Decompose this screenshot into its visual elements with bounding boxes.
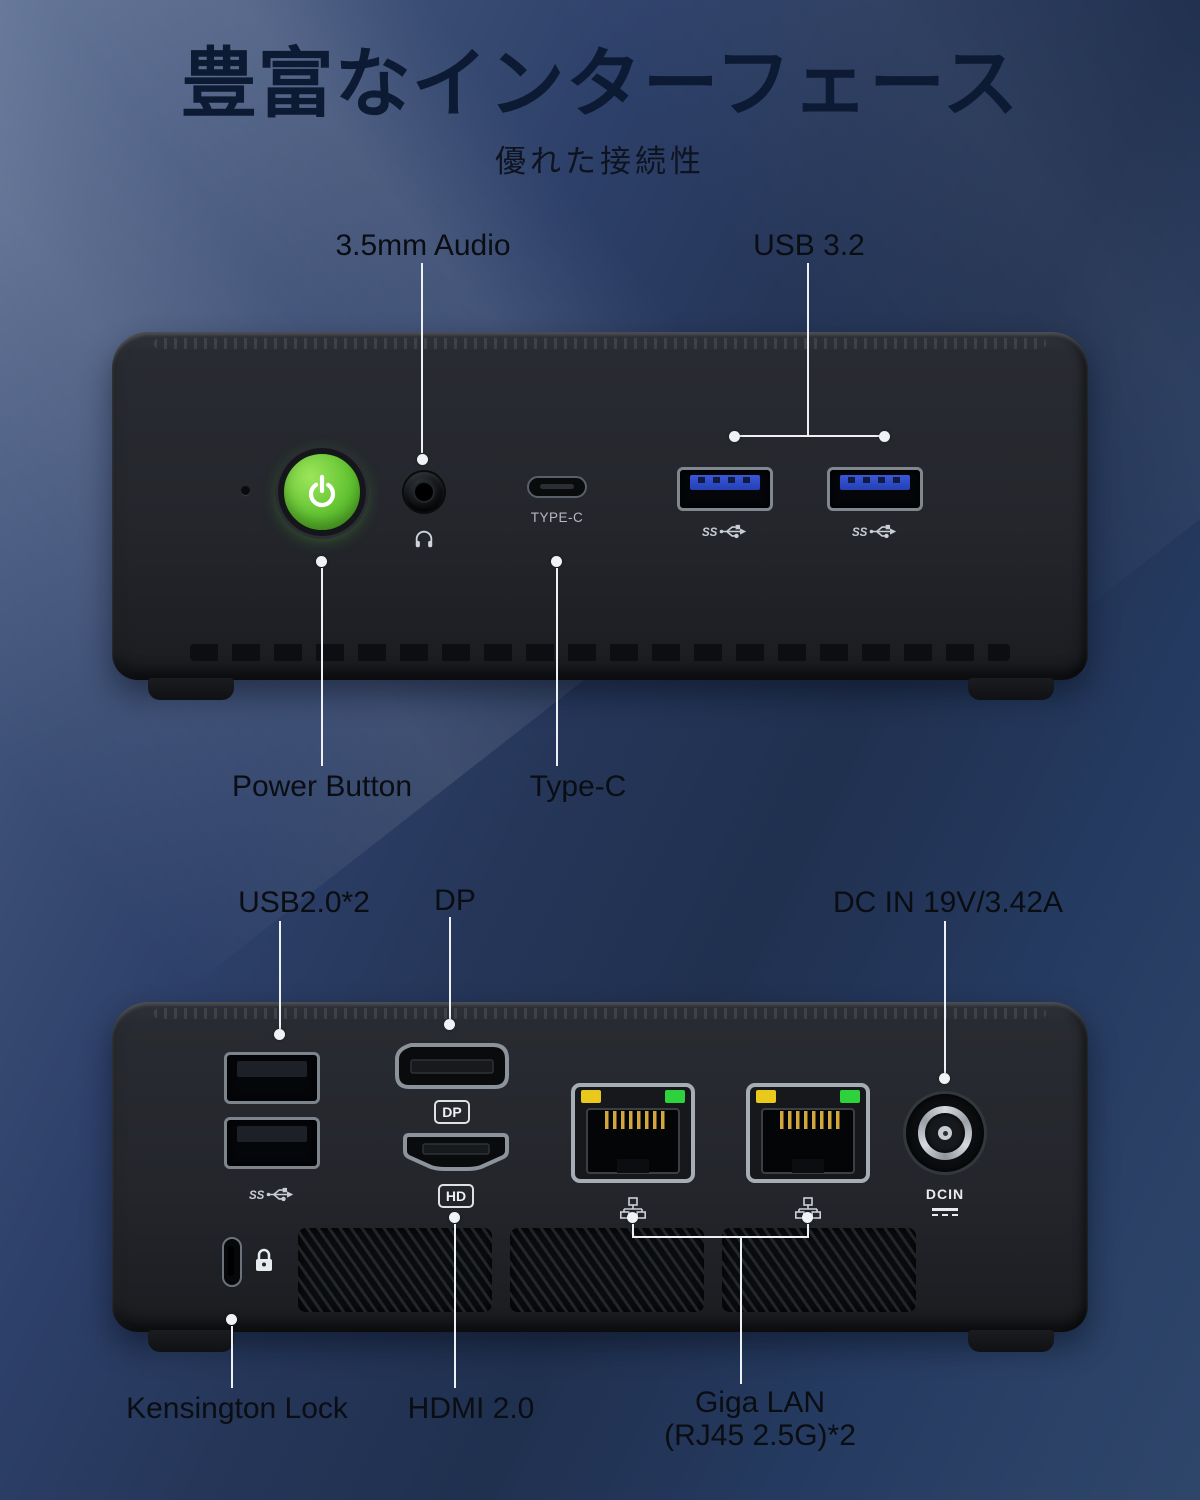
dc-in-pin bbox=[938, 1126, 952, 1140]
heatsink-ridges bbox=[154, 338, 1046, 349]
audio-jack-port bbox=[404, 472, 444, 512]
callout-line-hdmi bbox=[454, 1224, 456, 1388]
lan-led-yellow bbox=[756, 1090, 776, 1103]
callout-label-dp: DP bbox=[434, 884, 476, 917]
callout-dot-power bbox=[316, 556, 327, 567]
usb-superspeed-icon: SS bbox=[852, 524, 897, 539]
ss-text: SS bbox=[852, 527, 868, 539]
usb-superspeed-icon: SS bbox=[702, 524, 747, 539]
callout-line-audio bbox=[421, 263, 423, 453]
dc-in-socket bbox=[925, 1113, 965, 1153]
callout-line-lan-right bbox=[807, 1224, 809, 1238]
callout-label-usb32: USB 3.2 bbox=[753, 229, 865, 262]
lan-led-green bbox=[665, 1090, 685, 1103]
usb3-port-1 bbox=[677, 467, 773, 511]
callout-label-dcin: DC IN 19V/3.42A bbox=[832, 886, 1064, 919]
callout-dot-usb32-left bbox=[729, 431, 740, 442]
callout-label-kensington: Kensington Lock bbox=[126, 1392, 348, 1425]
device-foot bbox=[148, 678, 234, 700]
vent-mesh bbox=[510, 1228, 704, 1312]
callout-label-lan: Giga LAN (RJ45 2.5G)*2 bbox=[664, 1386, 856, 1452]
usb3-port-2 bbox=[827, 467, 923, 511]
headphones-icon bbox=[415, 530, 433, 548]
ss-text: SS bbox=[249, 1190, 265, 1202]
vent-mesh bbox=[722, 1228, 916, 1312]
power-icon bbox=[308, 474, 336, 508]
mini-pc-back-panel: SS DP HD bbox=[112, 1002, 1088, 1332]
callout-line-power bbox=[321, 568, 323, 766]
usb2-port-1 bbox=[224, 1052, 320, 1104]
callout-label-power: Power Button bbox=[231, 770, 413, 803]
ss-text: SS bbox=[702, 527, 718, 539]
callout-line-lan-horizontal bbox=[632, 1236, 809, 1238]
callout-dot-dcin bbox=[939, 1073, 950, 1084]
usb-c-port bbox=[527, 476, 587, 498]
device-foot bbox=[148, 1330, 234, 1352]
kensington-lock-slot bbox=[222, 1237, 242, 1287]
dc-in-caption: DCIN bbox=[925, 1186, 965, 1202]
callout-line-usb20 bbox=[279, 921, 281, 1029]
callout-line-typec bbox=[556, 568, 558, 766]
callout-line-lan-left bbox=[632, 1224, 634, 1238]
dc-symbol-solid-line bbox=[932, 1208, 958, 1211]
callout-dot-audio bbox=[417, 454, 428, 465]
callout-dot-usb20 bbox=[274, 1029, 285, 1040]
lock-icon bbox=[256, 1248, 272, 1271]
usb2-port-2 bbox=[224, 1117, 320, 1169]
callout-label-typec: Type-C bbox=[529, 770, 627, 803]
lan-port-2 bbox=[746, 1083, 870, 1183]
callout-line-dcin bbox=[944, 921, 946, 1073]
callout-dot-typec bbox=[551, 556, 562, 567]
dc-in-ring bbox=[918, 1106, 972, 1160]
status-led-hole bbox=[241, 486, 250, 495]
callout-dot-dp bbox=[444, 1019, 455, 1030]
callout-dot-kensington bbox=[226, 1314, 237, 1325]
displayport-port bbox=[395, 1043, 509, 1089]
callout-label-lan-line2: (RJ45 2.5G)*2 bbox=[664, 1419, 856, 1452]
callout-label-audio: 3.5mm Audio bbox=[335, 229, 511, 262]
dp-badge: DP bbox=[434, 1100, 470, 1124]
device-foot bbox=[968, 1330, 1054, 1352]
lan-led-green bbox=[840, 1090, 860, 1103]
callout-line-usb32-horizontal bbox=[734, 435, 881, 437]
page-title: 豊富なインターフェース bbox=[180, 42, 1020, 127]
device-foot bbox=[968, 678, 1054, 700]
vent-slots bbox=[190, 644, 1010, 661]
lan-port-1 bbox=[571, 1083, 695, 1183]
callout-line-dp bbox=[449, 917, 451, 1019]
lan-led-yellow bbox=[581, 1090, 601, 1103]
vent-mesh bbox=[298, 1228, 492, 1312]
heatsink-ridges bbox=[154, 1008, 1046, 1019]
usb3-blue-tab bbox=[840, 475, 910, 490]
hdmi-port bbox=[403, 1133, 509, 1171]
usb2-tab bbox=[237, 1061, 307, 1077]
callout-dot-usb32-right bbox=[879, 431, 890, 442]
usb3-blue-tab bbox=[690, 475, 760, 490]
usb-c-port-caption: TYPE-C bbox=[530, 510, 584, 525]
callout-line-kensington bbox=[231, 1326, 233, 1388]
usb-superspeed-icon: SS bbox=[249, 1187, 294, 1202]
power-button bbox=[278, 448, 366, 536]
dc-symbol-dashed-line bbox=[932, 1214, 958, 1216]
callout-line-usb32 bbox=[807, 263, 809, 435]
callout-label-lan-line1: Giga LAN bbox=[694, 1386, 826, 1419]
callout-dot-lan-right bbox=[802, 1212, 813, 1223]
callout-label-usb20: USB2.0*2 bbox=[238, 886, 370, 919]
page-subtitle: 優れた接続性 bbox=[495, 144, 705, 179]
callout-dot-hdmi bbox=[449, 1212, 460, 1223]
hdmi-badge: HD bbox=[438, 1184, 474, 1208]
dc-in-port bbox=[906, 1094, 984, 1172]
callout-dot-lan-left bbox=[627, 1212, 638, 1223]
callout-label-hdmi: HDMI 2.0 bbox=[407, 1392, 535, 1425]
usb2-tab bbox=[237, 1126, 307, 1142]
mini-pc-front-panel: TYPE-C SS SS bbox=[112, 332, 1088, 680]
callout-line-lan-drop bbox=[740, 1238, 742, 1384]
